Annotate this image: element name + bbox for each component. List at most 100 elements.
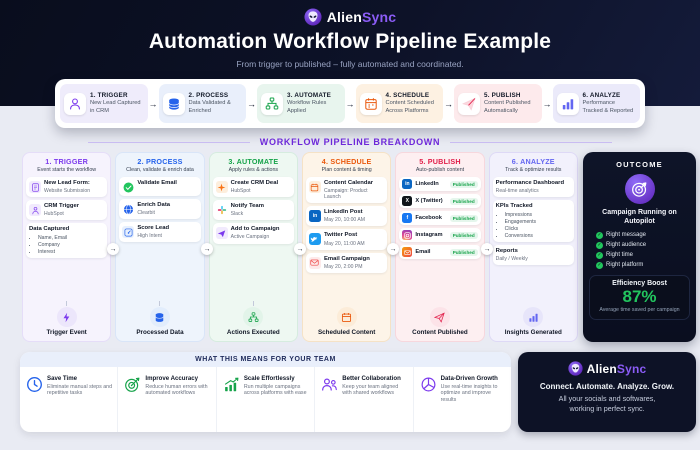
channel-name: X (Twitter)	[415, 198, 443, 204]
envelope-icon	[402, 247, 413, 257]
connector-line	[88, 142, 250, 143]
slack-icon	[216, 204, 228, 216]
step-desc: New Lead Captured in CRM	[90, 100, 141, 114]
card-title: Email Campaign	[323, 255, 370, 262]
logo-alien: Alien	[586, 361, 617, 376]
channel-facebook: f Facebook Published	[399, 211, 481, 225]
column-publish: 5. PUBLISH Auto-publish content in Linke…	[395, 152, 485, 342]
check-label: Right platform	[606, 262, 644, 269]
target-icon	[125, 377, 140, 392]
column-process: 2. PROCESS Clean, validate & enrich data…	[115, 152, 205, 342]
team-benefits-card: WHAT THIS MEANS FOR YOUR TEAM Save Time …	[20, 352, 511, 432]
arrow-right-icon: →	[481, 243, 493, 255]
card-title: Data Captured	[29, 226, 70, 233]
step-trigger: 1. TRIGGER New Lead Captured in CRM	[60, 84, 148, 123]
card-title: Add to Campaign	[230, 226, 280, 233]
calendar-icon	[359, 92, 382, 115]
check-icon: ✓	[596, 251, 603, 259]
step-desc: Content Published Automatically	[484, 100, 531, 114]
step-label: 4. SCHEDULE	[385, 92, 430, 100]
column-subtitle: Plan content & timing	[321, 167, 372, 173]
logo-alien: Alien	[326, 9, 362, 25]
card-score-lead: Score Lead High Intent	[119, 222, 201, 243]
twitter-bird-icon	[308, 233, 321, 246]
column-footer-label: Processed Data	[136, 329, 184, 336]
logo: AlienSync	[0, 8, 700, 26]
envelope-icon	[308, 256, 321, 269]
arrow-right-icon: →	[444, 98, 453, 109]
step-process: 2. PROCESS Data Validated & Enriched	[158, 84, 246, 123]
lightning-icon	[56, 307, 77, 327]
column-title: 6. ANALYZE	[511, 157, 555, 166]
target-icon	[624, 174, 655, 204]
column-title: 4. SCHEDULE	[321, 157, 372, 166]
check-label: Right message	[606, 232, 647, 239]
breakdown-title: WORKFLOW PIPELINE BREAKDOWN	[259, 137, 441, 147]
column-subtitle: Event starts the workflow	[37, 167, 97, 173]
form-icon	[29, 181, 41, 193]
pipeline-steps-strip: 1. TRIGGER New Lead Captured in CRM → 2.…	[55, 79, 645, 128]
step-publish: 5. PUBLISH Content Published Automatical…	[454, 84, 542, 123]
column-title: 1. TRIGGER	[45, 157, 89, 166]
logo-wordmark: AlienSync	[327, 9, 397, 25]
card-linkedin-post: in LinkedIn Post May 20, 10:00 AM	[305, 206, 388, 227]
person-icon	[64, 92, 86, 115]
channel-instagram: Instagram Published	[399, 228, 481, 242]
column-subtitle: Clean, validate & enrich data	[126, 167, 194, 173]
card-crm-trigger: CRM Trigger HubSpot	[26, 200, 108, 221]
list-item: Conversions	[505, 233, 536, 239]
card-add-to-campaign: Add to Campaign Active Campaign	[212, 223, 294, 244]
benefit-desc: Eliminate manual steps and repetitive ta…	[47, 383, 113, 397]
channel-name: Facebook	[415, 215, 442, 221]
card-subtitle: Clearbit	[137, 210, 155, 217]
dashed-connector	[66, 301, 68, 306]
alien-logo-icon	[567, 361, 583, 376]
check-icon: ✓	[596, 231, 603, 239]
kpi-list: Impressions Engagements Clicks Conversio…	[505, 212, 536, 239]
outcome-headline: Campaign Running on Autopilot	[602, 209, 677, 226]
benefit-improve-accuracy: Improve Accuracy Reduce human errors wit…	[118, 367, 217, 432]
card-title: Notify Team	[230, 203, 264, 210]
card-subtitle: May 20, 2:00 PM	[323, 263, 363, 270]
database-icon	[149, 307, 170, 327]
channel-name: Instagram	[415, 232, 443, 238]
card-subtitle: Real-time analytics	[495, 188, 539, 195]
column-subtitle: Auto-publish content	[415, 167, 465, 173]
step-label: 2. PROCESS	[188, 92, 229, 100]
benefit-title: Save Time	[47, 375, 78, 382]
arrow-right-icon: →	[387, 243, 399, 255]
check-row: ✓Right time	[596, 251, 690, 259]
list-item: Engagements	[505, 219, 536, 225]
benefit-desc: Reduce human errors with automated workf…	[145, 383, 208, 397]
column-footer-label: Content Published	[412, 329, 468, 336]
outcome-panel: OUTCOME Campaign Running on Autopilot ✓R…	[583, 152, 696, 342]
benefit-desc: Use real-time insights to optimize and i…	[440, 383, 498, 404]
data-captured-list: Name, Email Company Interest	[38, 235, 69, 255]
linkedin-icon: in	[308, 210, 321, 223]
database-icon	[162, 92, 185, 115]
boost-desc: Average time saved per campaign	[599, 306, 680, 313]
efficiency-boost-panel: Efficiency Boost 87% Average time saved …	[589, 274, 690, 321]
check-row: ✓Right platform	[596, 261, 690, 269]
benefit-save-time: Save Time Eliminate manual steps and rep…	[20, 367, 119, 432]
card-title: Enrich Data	[137, 202, 171, 208]
step-label: 5. PUBLISH	[484, 92, 521, 100]
published-badge: Published	[449, 180, 478, 188]
card-subtitle: Website Submission	[44, 188, 91, 195]
published-badge: Published	[449, 248, 478, 256]
check-icon: ✓	[596, 261, 603, 269]
step-desc: Content Scheduled Across Platforms	[385, 100, 434, 114]
column-footer-label: Insights Generated	[504, 329, 562, 336]
card-subtitle: HubSpot	[230, 188, 251, 195]
brand-card: AlienSync Connect. Automate. Analyze. Gr…	[518, 352, 696, 432]
benefit-desc: Run multiple campaigns across platforms …	[243, 383, 307, 397]
instagram-icon	[402, 230, 413, 240]
card-title: LinkedIn Post	[323, 209, 363, 216]
card-new-lead-form: New Lead Form: Website Submission	[26, 177, 108, 198]
crm-icon	[29, 204, 41, 217]
facebook-icon: f	[402, 213, 413, 223]
growth-chart-icon	[224, 377, 239, 392]
step-desc: Performance Tracked & Reported	[582, 100, 634, 114]
column-footer-label: Scheduled Content	[317, 329, 376, 336]
channel-email: Email Published	[399, 245, 481, 259]
